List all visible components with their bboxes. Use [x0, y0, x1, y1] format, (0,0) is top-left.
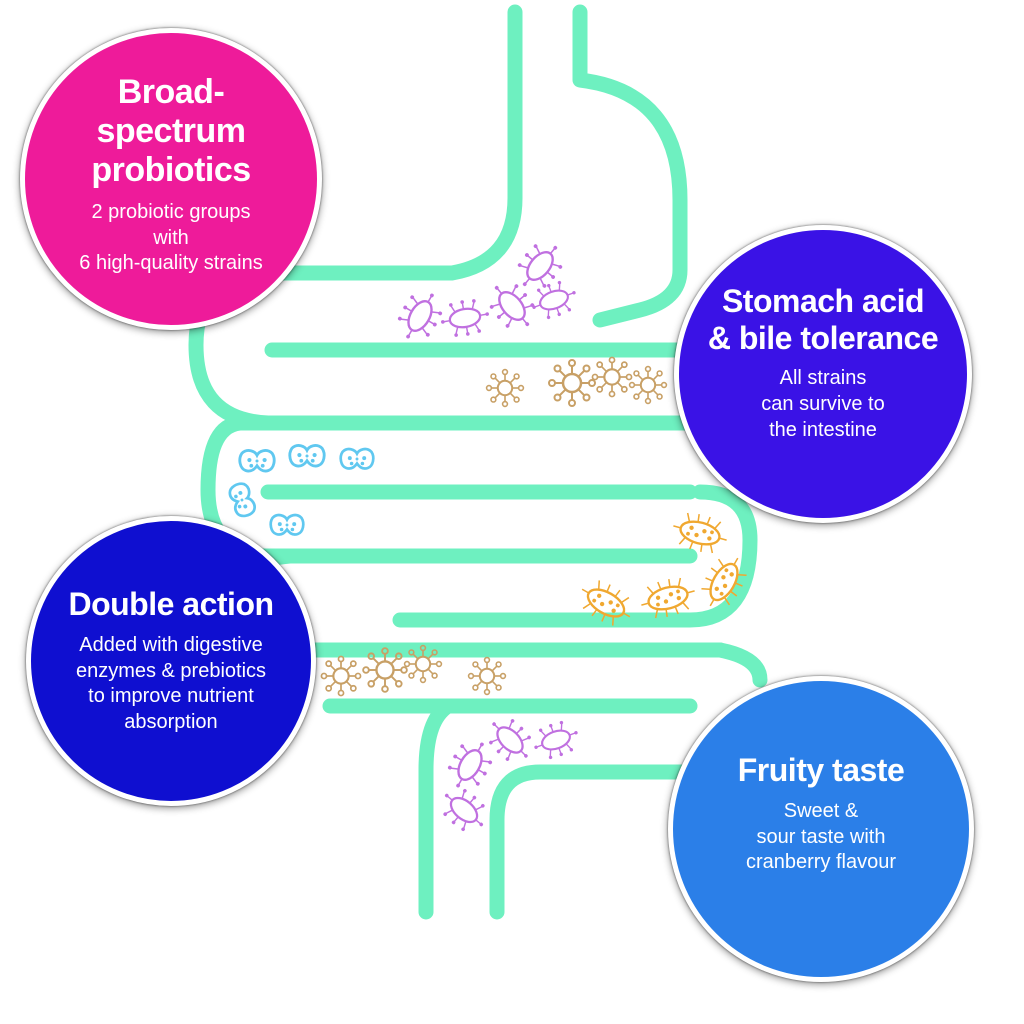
- fruity-taste-bubble: Fruity taste Sweet & sour taste with cra…: [668, 676, 974, 982]
- bacteria-purple-group: [389, 232, 585, 841]
- acid-tolerance-title: Stomach acid & bile tolerance: [707, 282, 939, 356]
- double-action-desc: Added with digestive enzymes & prebiotic…: [75, 634, 267, 733]
- broad-spectrum-desc: 2 probiotic groups with 6 high-quality s…: [79, 201, 263, 275]
- fruity-taste-desc: Sweet & sour taste with cranberry flavou…: [745, 800, 897, 874]
- fruity-taste-title: Fruity taste: [737, 752, 905, 789]
- broad-spectrum-bubble: Broad- spectrum probiotics 2 probiotic g…: [20, 28, 322, 330]
- acid-tolerance-bubble: Stomach acid & bile tolerance All strain…: [674, 225, 972, 523]
- double-action-bubble: Double action Added with digestive enzym…: [26, 516, 316, 806]
- broad-spectrum-title: Broad- spectrum probiotics: [91, 72, 251, 190]
- double-action-title: Double action: [68, 586, 274, 623]
- acid-tolerance-desc: All strains can survive to the intestine: [761, 367, 885, 441]
